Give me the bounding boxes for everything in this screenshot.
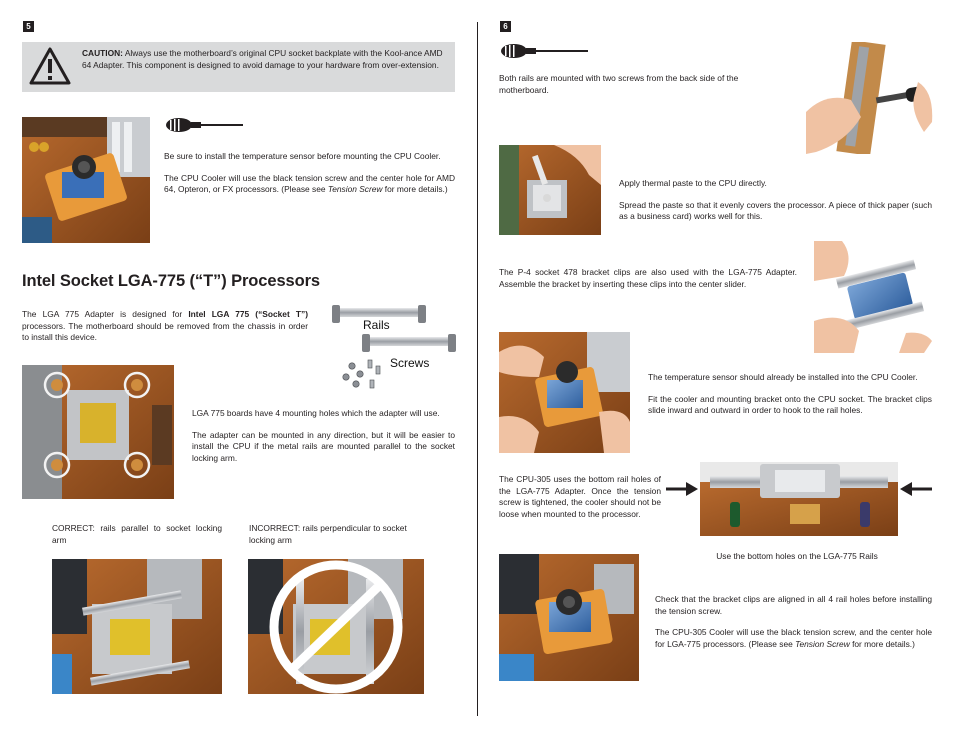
- photo-bottom-holes: [700, 462, 898, 536]
- photo-installed-cooler: [499, 554, 639, 681]
- photo-incorrect-mounting: [248, 559, 424, 694]
- page-number-right: 6: [500, 21, 511, 32]
- warning-icon: [29, 47, 71, 85]
- photo-rails-screws: [332, 305, 456, 389]
- incorrect-caption: INCORRECT: rails perpendicular to socket…: [249, 523, 407, 545]
- tip1-p2-suffix: for more details.): [382, 184, 448, 195]
- photo-cooler-fitting: [499, 332, 630, 453]
- photo-correct-mounting: [52, 559, 222, 694]
- final-p2-suffix: for more details.): [849, 638, 915, 649]
- tip1-p2: The CPU Cooler will use the black tensio…: [164, 173, 455, 196]
- intro-text: The LGA 775 Adapter is designed for Inte…: [22, 309, 308, 344]
- rails-mount-text: Both rails are mounted with two screws f…: [499, 73, 739, 95]
- caution-text: CAUTION: Always use the motherboard’s or…: [82, 48, 447, 71]
- final-p2-italic: Tension Screw: [795, 638, 850, 649]
- rails-label: Rails: [363, 318, 390, 332]
- caution-box: CAUTION: Always use the motherboard’s or…: [22, 42, 455, 92]
- sensor-text: The temperature sensor should already be…: [648, 372, 932, 427]
- photo-lga775-board: [22, 365, 174, 499]
- paste-p1: Apply thermal paste to the CPU directly.: [619, 178, 767, 188]
- tip1-p1: Be sure to install the temperature senso…: [164, 151, 441, 161]
- sensor-p1: The temperature sensor should already be…: [648, 372, 918, 382]
- paste-text: Apply thermal paste to the CPU directly.…: [619, 178, 932, 233]
- page-divider: [477, 22, 478, 716]
- photo-bracket-clips: [814, 241, 934, 353]
- screwdriver-icon: [166, 118, 243, 132]
- screwdriver-icon: [501, 44, 588, 58]
- tip1-text: Be sure to install the temperature senso…: [164, 151, 455, 206]
- final-p2-prefix: The CPU-305 Cooler will use the black te…: [655, 627, 932, 649]
- photo-screwdriver-mounting: [806, 42, 934, 154]
- final-text: Check that the bracket clips are aligned…: [655, 594, 932, 660]
- clips-text: The P-4 socket 478 bracket clips are als…: [499, 267, 797, 289]
- photo-amd-adapter: [22, 117, 150, 243]
- tip1-p2-prefix: The CPU Cooler will use the black tensio…: [164, 172, 455, 195]
- arrow-right-icon: [666, 482, 698, 496]
- bottom-holes-caption: Use the bottom holes on the LGA-775 Rail…: [716, 551, 878, 561]
- correct-caption: CORRECT: rails parallel to socket lockin…: [52, 523, 222, 545]
- screws-label: Screws: [390, 356, 430, 370]
- intro-prefix: The LGA 775 Adapter is designed for: [22, 309, 189, 319]
- page-number-left: 5: [23, 21, 34, 32]
- final-p2: The CPU-305 Cooler will use the black te…: [655, 627, 932, 650]
- holes-p2: The adapter can be mounted in any direct…: [192, 429, 455, 463]
- final-p1: Check that the bracket clips are aligned…: [655, 594, 932, 616]
- section-title: Intel Socket LGA-775 (“T”) Processors: [22, 272, 320, 290]
- sensor-p2: Fit the cooler and mounting bracket onto…: [648, 393, 932, 416]
- caution-body: Always use the motherboard’s original CP…: [82, 48, 443, 70]
- paste-p2: Spread the paste so that it evenly cover…: [619, 199, 932, 222]
- arrow-left-icon: [900, 482, 932, 496]
- holes-p1: LGA 775 boards have 4 mounting holes whi…: [192, 408, 440, 418]
- intro-suffix: processors. The motherboard should be re…: [22, 320, 308, 343]
- intro-bold: Intel LGA 775 (“Socket T”): [188, 309, 308, 319]
- photo-thermal-paste: [499, 145, 601, 235]
- caution-label: CAUTION:: [82, 48, 123, 58]
- tip1-p2-italic: Tension Screw: [327, 184, 383, 195]
- cpu305-text: The CPU-305 uses the bottom rail holes o…: [499, 474, 661, 519]
- holes-text: LGA 775 boards have 4 mounting holes whi…: [192, 408, 455, 474]
